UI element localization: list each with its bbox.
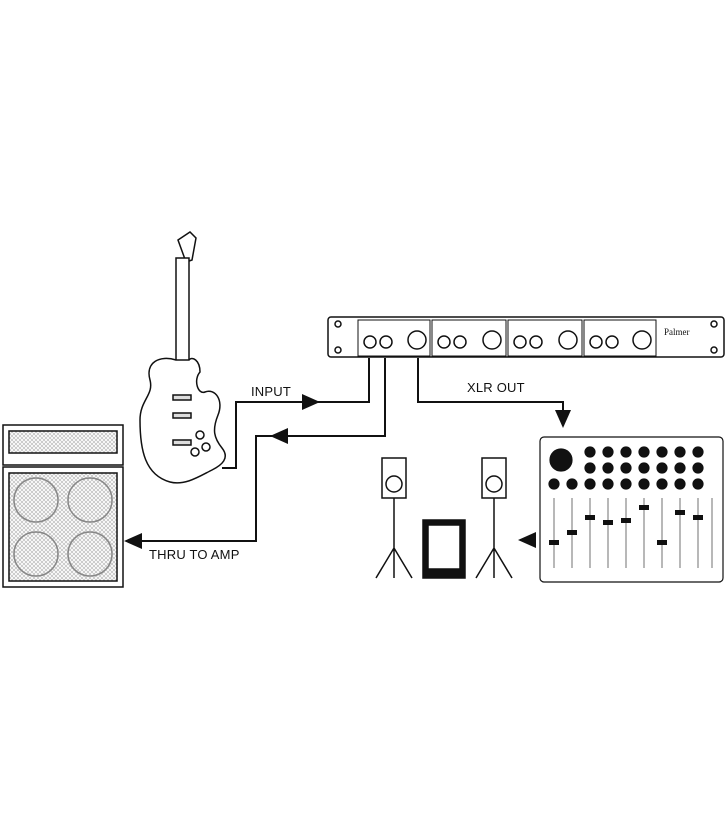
electric-guitar-icon (139, 231, 226, 484)
rack-di-box-icon: Palmer (327, 316, 725, 358)
rack-brand-logo: Palmer (664, 327, 690, 337)
mixing-console-icon (539, 436, 724, 583)
thru-to-amp-label: THRU TO AMP (149, 547, 240, 562)
thru-cable-arrow (124, 358, 386, 549)
pa-speakers-icon (375, 457, 513, 579)
signal-cables (124, 358, 571, 549)
xlr-out-cable-arrow (417, 358, 571, 428)
xlr-out-label: XLR OUT (467, 380, 525, 395)
input-cable-arrow (222, 358, 370, 469)
input-label: INPUT (251, 384, 291, 399)
guitar-amp-stack-icon (2, 424, 124, 588)
